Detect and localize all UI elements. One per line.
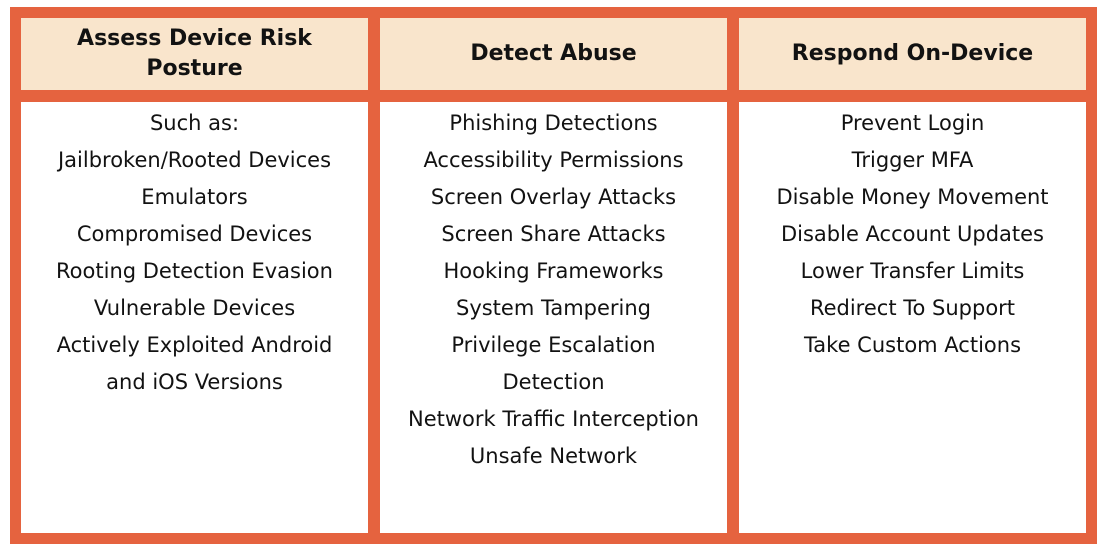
list-item: Lower Transfer Limits <box>800 259 1025 283</box>
list-item: Vulnerable Devices <box>93 296 296 320</box>
col-header-respond-on-device: Respond On-Device <box>739 18 1086 90</box>
list-item: Hooking Frameworks <box>443 259 664 283</box>
list-item: Rooting Detection Evasion <box>56 259 333 283</box>
col-header-assess-device-risk-posture: Assess Device Risk Posture <box>21 18 368 90</box>
col-header-detect-abuse: Detect Abuse <box>380 18 727 90</box>
list-item: Screen Overlay Attacks <box>430 185 677 209</box>
list-item: Phishing Detections <box>449 111 658 135</box>
list-item: Actively Exploited Android and iOS Versi… <box>56 333 333 394</box>
list-item: Disable Money Movement <box>776 185 1049 209</box>
list-item: Network Traffic Interception <box>408 407 699 431</box>
list-item: Emulators <box>141 185 248 209</box>
list-item: Trigger MFA <box>851 148 974 172</box>
list-item: Prevent Login <box>840 111 985 135</box>
list-item: Accessibility Permissions <box>423 148 684 172</box>
list-item: Screen Share Attacks <box>441 222 666 246</box>
list-item: Jailbroken/Rooted Devices <box>57 148 332 172</box>
list-item: Compromised Devices <box>76 222 313 246</box>
list-item: Privilege Escalation Detection <box>451 333 656 394</box>
list-item: System Tampering <box>455 296 652 320</box>
list-item: Disable Account Updates <box>780 222 1045 246</box>
list-item: Such as: <box>149 111 240 135</box>
list-item: Redirect To Support <box>809 296 1016 320</box>
list-item: Unsafe Network <box>469 444 638 468</box>
list-item: Take Custom Actions <box>803 333 1022 357</box>
capability-matrix: Assess Device Risk Posture Detect Abuse … <box>10 7 1097 544</box>
